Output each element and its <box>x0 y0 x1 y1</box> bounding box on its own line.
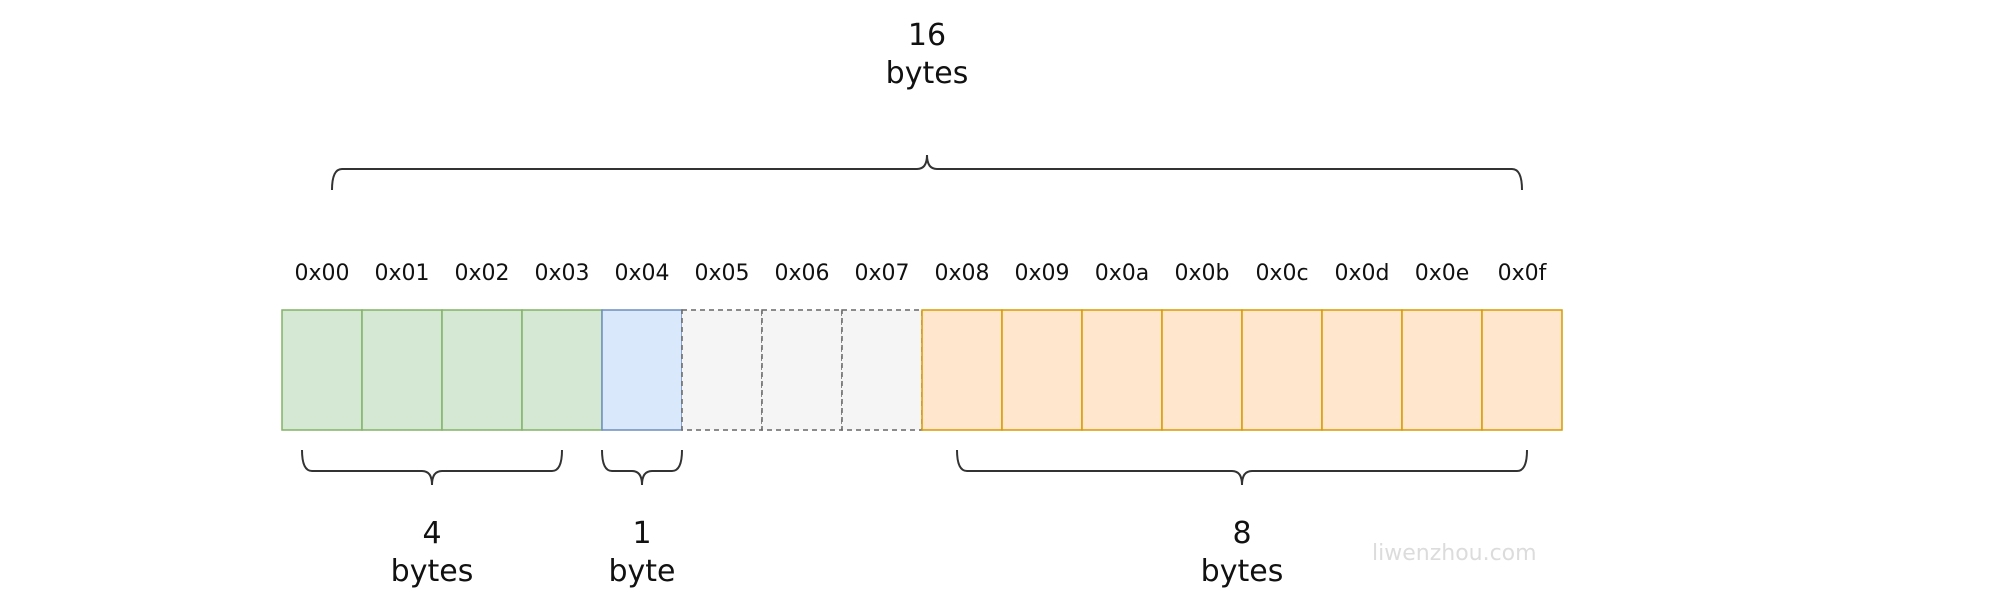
address-label-0x0f: 0x0f <box>1498 261 1548 286</box>
byte-cell-0x0d <box>1321 309 1403 431</box>
byte-cell-0x04 <box>601 309 683 431</box>
address-label-0x0b: 0x0b <box>1175 261 1230 286</box>
byte-cell-0x02 <box>441 309 523 431</box>
address-label-0x09: 0x09 <box>1014 261 1069 286</box>
byte-cells <box>281 309 1563 431</box>
address-label-0x05: 0x05 <box>694 261 749 286</box>
byte-cell-0x06 <box>761 309 843 431</box>
address-label-0x08: 0x08 <box>934 261 989 286</box>
address-label-0x0e: 0x0e <box>1415 261 1470 286</box>
address-label-0x04: 0x04 <box>614 261 669 286</box>
total-size-number: 16 <box>908 18 946 53</box>
group-eight-unit: bytes <box>1201 554 1284 589</box>
address-label-0x01: 0x01 <box>374 261 429 286</box>
byte-cell-0x08 <box>921 309 1003 431</box>
group-one-number: 1 <box>632 516 651 551</box>
group-one-brace <box>601 449 683 486</box>
byte-cell-0x0c <box>1241 309 1323 431</box>
byte-cell-0x07 <box>841 309 923 431</box>
group-eight-brace <box>956 449 1528 486</box>
total-size-unit: bytes <box>886 56 969 91</box>
watermark-text: liwenzhou.com <box>1372 541 1537 566</box>
byte-cell-0x05 <box>681 309 763 431</box>
address-label-0x00: 0x00 <box>294 261 349 286</box>
group-four-number: 4 <box>422 516 441 551</box>
address-label-0x06: 0x06 <box>774 261 829 286</box>
address-label-0x0d: 0x0d <box>1335 261 1390 286</box>
byte-cell-0x01 <box>361 309 443 431</box>
group-four-unit: bytes <box>391 554 474 589</box>
byte-cell-0x09 <box>1001 309 1083 431</box>
address-label-0x07: 0x07 <box>854 261 909 286</box>
address-label-0x02: 0x02 <box>454 261 509 286</box>
group-four-brace <box>301 449 563 486</box>
group-eight-bytes: 8 bytes <box>956 449 1528 589</box>
byte-cell-0x0f <box>1481 309 1563 431</box>
group-four-bytes: 4 bytes <box>301 449 563 589</box>
byte-cell-0x0a <box>1081 309 1163 431</box>
address-labels: 0x00 0x01 0x02 0x03 0x04 0x05 0x06 0x07 0x08 0x09… <box>294 261 1547 286</box>
byte-cell-0x0b <box>1161 309 1243 431</box>
group-eight-number: 8 <box>1232 516 1251 551</box>
byte-cell-0x00 <box>281 309 363 431</box>
group-one-byte: 1 byte <box>601 449 683 589</box>
address-label-0x03: 0x03 <box>534 261 589 286</box>
address-label-0x0a: 0x0a <box>1095 261 1150 286</box>
address-label-0x0c: 0x0c <box>1255 261 1308 286</box>
total-brace <box>331 154 1523 191</box>
byte-cell-0x03 <box>521 309 603 431</box>
group-one-unit: byte <box>608 554 675 589</box>
byte-cell-0x0e <box>1401 309 1483 431</box>
